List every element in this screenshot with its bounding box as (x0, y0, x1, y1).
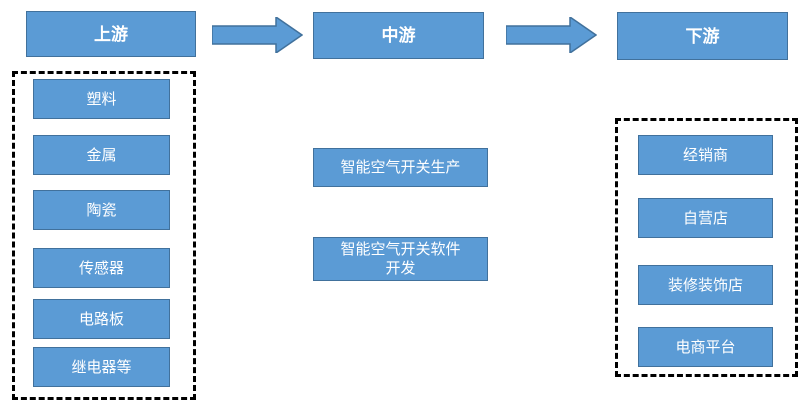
downstream-item: 经销商 (638, 135, 773, 175)
stage-header-downstream: 下游 (617, 12, 788, 60)
downstream-item: 装修装饰店 (638, 265, 773, 305)
downstream-group-border (615, 118, 798, 377)
upstream-item: 塑料 (33, 79, 170, 119)
midstream-item: 智能空气开关生产 (313, 148, 488, 187)
upstream-item: 电路板 (33, 299, 170, 339)
downstream-item: 电商平台 (638, 327, 773, 367)
midstream-item: 智能空气开关软件 开发 (313, 237, 488, 281)
upstream-item: 传感器 (33, 248, 170, 288)
downstream-item: 自营店 (638, 198, 773, 238)
upstream-item: 继电器等 (33, 347, 170, 387)
arrow-right-icon (506, 17, 597, 53)
stage-header-midstream: 中游 (313, 12, 484, 59)
upstream-item: 金属 (33, 135, 170, 175)
upstream-group-border (12, 71, 196, 400)
upstream-item: 陶瓷 (33, 190, 170, 230)
stage-header-upstream: 上游 (26, 11, 196, 57)
arrow-right-icon (212, 17, 303, 53)
